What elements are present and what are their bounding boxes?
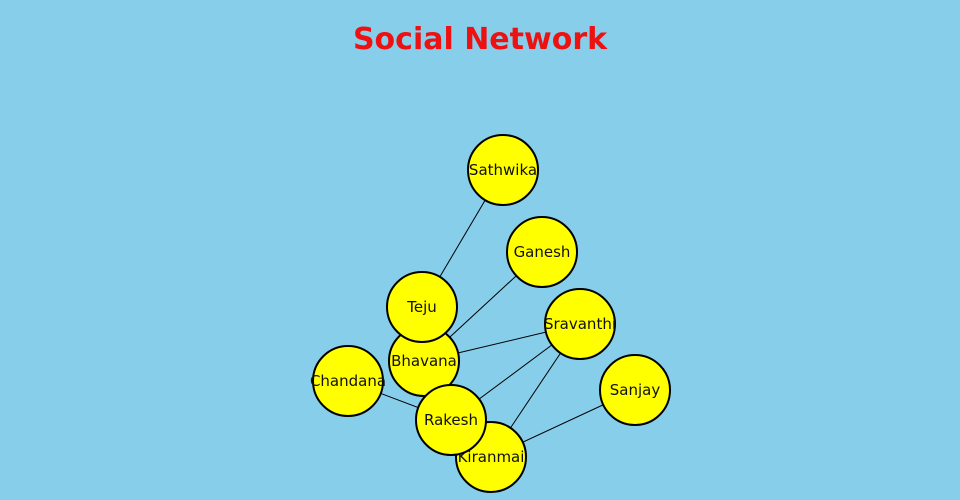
node-circle-ganesh — [506, 216, 578, 288]
node-chandana: Chandana — [310, 345, 386, 417]
node-circle-sravanthi — [544, 288, 616, 360]
node-teju: Teju — [386, 271, 458, 343]
node-circle-teju — [386, 271, 458, 343]
node-circle-sathwika — [467, 134, 539, 206]
node-circle-sanjay — [599, 354, 671, 426]
node-label-sathwika: Sathwika — [469, 161, 537, 179]
node-label-ganesh: Ganesh — [514, 243, 571, 261]
node-label-bhavana: Bhavana — [391, 352, 457, 370]
node-sravanthi: Sravanthi — [544, 288, 616, 360]
node-sanjay: Sanjay — [599, 354, 671, 426]
node-bhavana: Bhavana — [388, 325, 460, 397]
node-label-rakesh: Rakesh — [424, 411, 478, 429]
page-title: Social Network — [352, 22, 608, 57]
node-sathwika: Sathwika — [467, 134, 539, 206]
node-ganesh: Ganesh — [506, 216, 578, 288]
node-label-sanjay: Sanjay — [610, 381, 661, 399]
node-label-chandana: Chandana — [310, 372, 386, 390]
node-label-kiranmai: Kiranmai — [458, 448, 525, 466]
node-circle-rakesh — [415, 384, 487, 456]
node-rakesh: Rakesh — [415, 384, 487, 456]
node-label-teju: Teju — [406, 298, 437, 316]
node-circle-chandana — [312, 345, 384, 417]
node-label-sravanthi: Sravanthi — [544, 315, 616, 333]
